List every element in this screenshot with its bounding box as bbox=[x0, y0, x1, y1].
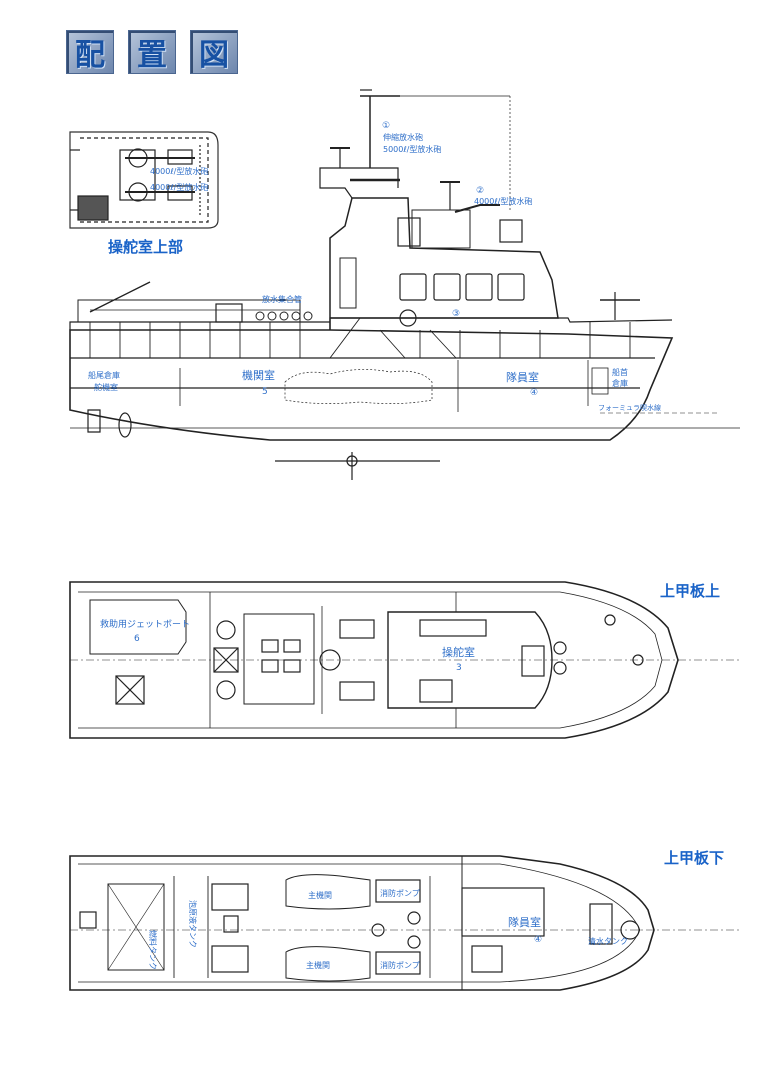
bridge-top-view bbox=[69, 131, 219, 229]
crew-room-label: 隊員室 bbox=[506, 370, 539, 384]
lower-crew-room-label: 隊員室 bbox=[508, 915, 541, 929]
gun1-line1: 伸縮放水砲 bbox=[383, 132, 423, 142]
main-engine-2: 主機関 bbox=[306, 960, 330, 970]
bow-store-2: 倉庫 bbox=[612, 378, 628, 388]
marker-4-lower: ④ bbox=[534, 935, 542, 945]
gun1-line2: 5000ℓ/型放水砲 bbox=[383, 144, 441, 154]
heading-upper-deck-bottom: 上甲板下 bbox=[664, 849, 725, 867]
title-tile-3: 図 bbox=[190, 30, 238, 74]
label-gun-b: 4000ℓ/型放水砲 bbox=[150, 182, 208, 192]
title-tile-2: 置 bbox=[128, 30, 176, 74]
bow-store-1: 船首 bbox=[612, 367, 628, 377]
fuel-tank-label: 燃料タンク bbox=[148, 930, 158, 970]
heading-upper-deck-top: 上甲板上 bbox=[660, 582, 721, 600]
main-engine-1: 主機関 bbox=[308, 890, 332, 900]
marker-3-deck: 3 bbox=[456, 663, 462, 673]
foam-tank-label: 泡原液タンク bbox=[188, 900, 198, 948]
page-title: 配 置 図 bbox=[66, 30, 238, 74]
engine-room-label: 機関室 bbox=[242, 368, 275, 382]
bow-tank-label: 清水タンク bbox=[588, 936, 628, 946]
fire-pump-1: 消防ポンプ bbox=[380, 888, 420, 898]
marker-4: ④ bbox=[530, 388, 538, 398]
marker-6: 6 bbox=[134, 634, 140, 644]
upper-deck-labels: 救助用ジェットボート 6 操舵室 3 bbox=[100, 618, 475, 673]
fire-pump-2: 消防ポンプ bbox=[380, 960, 420, 970]
upper-deck-plan bbox=[69, 581, 740, 739]
marker-3: ③ bbox=[452, 309, 460, 319]
stern-store-2: 舵機室 bbox=[94, 382, 118, 392]
label-gun-a: 4000ℓ/型放水砲 bbox=[150, 166, 208, 176]
heading-bridge-top: 操舵室上部 bbox=[108, 238, 184, 256]
gun2-text: 4000ℓ/型放水砲 bbox=[474, 196, 532, 206]
stern-store-1: 船尾倉庫 bbox=[88, 370, 120, 380]
manifold-label: 放水集合管 bbox=[262, 294, 302, 304]
waterline-label: フォーミュラ喫水線 bbox=[598, 403, 661, 412]
bridge-label: 操舵室 bbox=[442, 645, 475, 659]
gun1-number: ① bbox=[382, 121, 390, 131]
jetboat-label: 救助用ジェットボート bbox=[100, 618, 190, 630]
side-view-labels: ① 伸縮放水砲 5000ℓ/型放水砲 ② 4000ℓ/型放水砲 放水集合管 ③ … bbox=[88, 121, 661, 412]
side-elevation bbox=[69, 89, 740, 480]
title-tile-1: 配 bbox=[66, 30, 114, 74]
lower-deck-labels: 主機関 主機関 消防ポンプ 消防ポンプ 燃料タンク 泡原液タンク 隊員室 ④ 清… bbox=[148, 888, 628, 970]
marker-5: 5 bbox=[262, 387, 268, 397]
gun2-number: ② bbox=[476, 186, 484, 196]
lower-deck-plan bbox=[69, 855, 740, 991]
